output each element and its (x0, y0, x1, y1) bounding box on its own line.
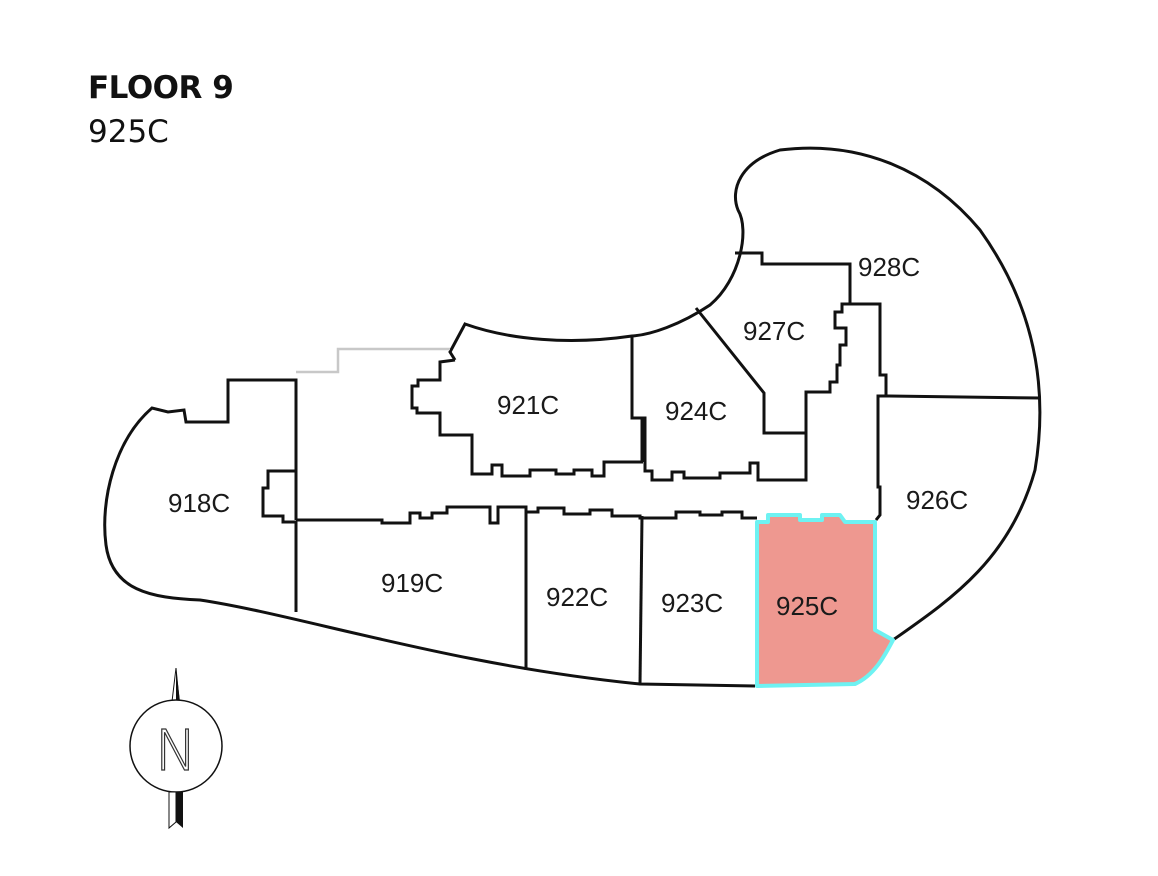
north-arrow-icon: N (129, 667, 223, 830)
unit-label-919C: 919C (381, 568, 443, 598)
unit-926C[interactable]: 926C (874, 394, 968, 521)
unit-919C[interactable]: 919C (381, 568, 443, 598)
unit-918C[interactable]: 918C (168, 380, 298, 612)
unit-label-928C: 928C (858, 252, 920, 282)
unit-927C[interactable]: 927C (735, 251, 852, 433)
unit-924C[interactable]: 924C (642, 307, 808, 482)
unit-label-923C: 923C (661, 588, 723, 618)
unit-label-924C: 924C (665, 396, 727, 426)
unit-922C[interactable]: 922C (524, 510, 608, 670)
unit-label-921C: 921C (497, 390, 559, 420)
building-outline (103, 378, 756, 688)
building-outline-east (448, 146, 1042, 642)
unit-label-926C: 926C (906, 485, 968, 515)
unit-label-927C: 927C (743, 316, 805, 346)
unit-label-925C: 925C (776, 591, 838, 621)
corridor-south-wall (296, 505, 757, 525)
unit-label-918C: 918C (168, 488, 230, 518)
selected-unit-title: 925C (88, 114, 169, 150)
unit-928C[interactable]: 928C (850, 252, 1041, 400)
compass-north-label: N (155, 719, 197, 784)
unit-label-922C: 922C (546, 582, 608, 612)
unit-923C[interactable]: 923C (638, 515, 723, 685)
floor-title: FLOOR 9 (88, 70, 234, 106)
unit-925C-selected[interactable]: 925C (755, 513, 895, 688)
grey-wall (296, 347, 450, 374)
unit-921C[interactable]: 921C (410, 336, 644, 478)
